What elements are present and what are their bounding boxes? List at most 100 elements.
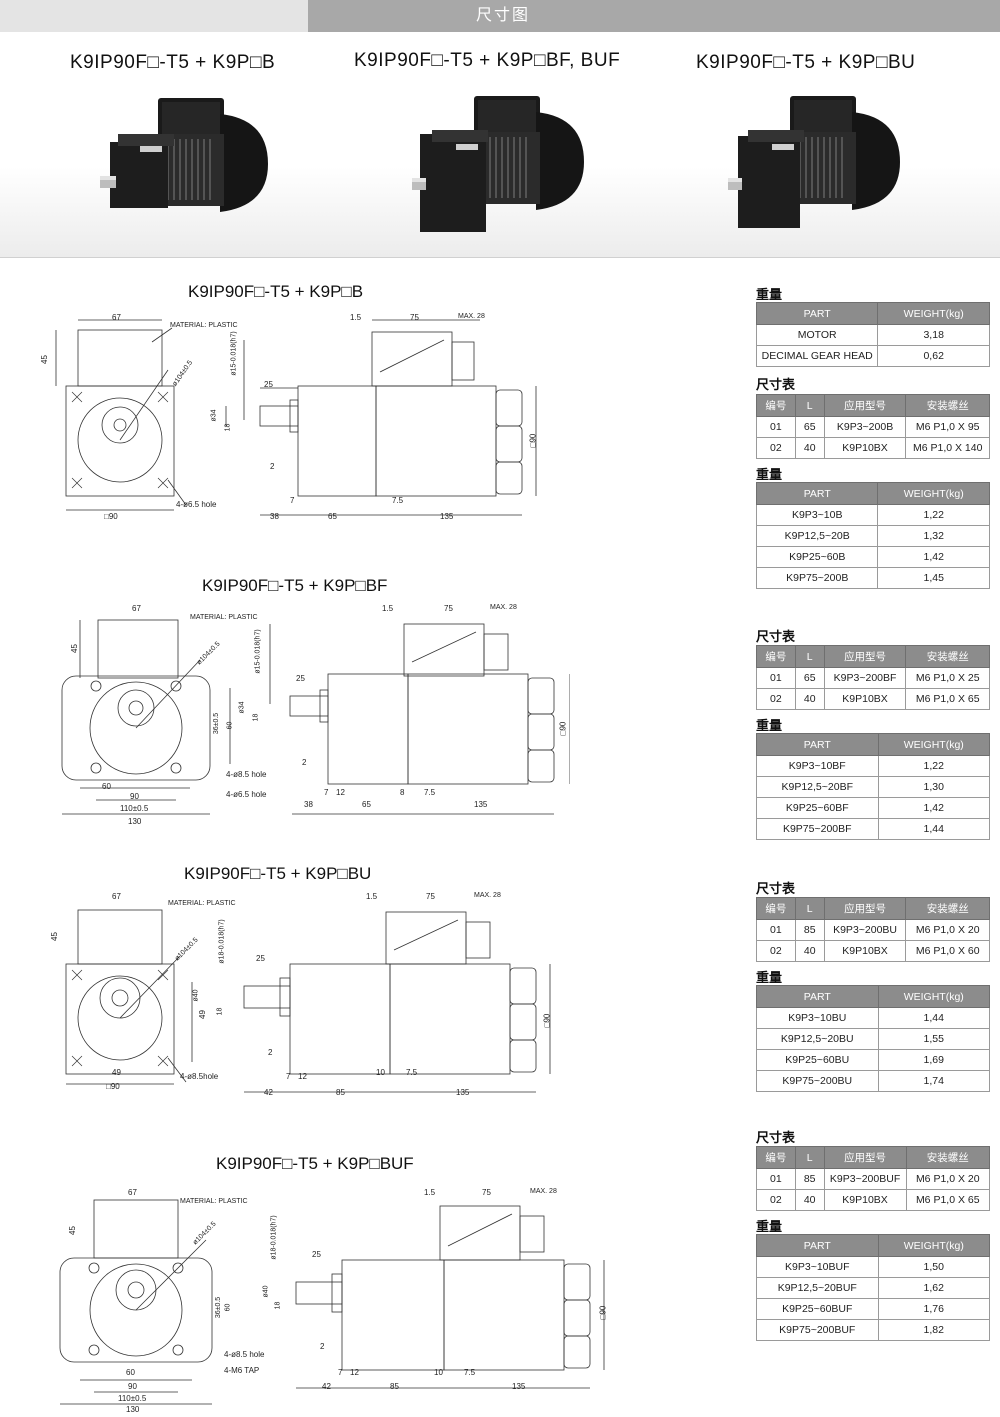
dim-d34: ø34 — [238, 701, 246, 714]
dim-7: 7 — [290, 496, 295, 505]
dim-85: 85 — [336, 1088, 345, 1097]
dim-max28: MAX. 28 — [458, 313, 485, 320]
cell-screw: M6 P1,0 X 95 — [905, 416, 990, 438]
dim-d34: ø34 — [210, 409, 218, 422]
technical-drawing-4 — [40, 1184, 610, 1414]
cell-part: K9P3~10BU — [756, 1007, 879, 1029]
dim-25: 25 — [264, 380, 273, 389]
dim-45: 45 — [69, 644, 79, 653]
cell-l: 65 — [794, 667, 825, 689]
dim-pcd: ø104±0.5 — [195, 640, 222, 667]
material-note: MATERIAL: PLASTIC — [190, 614, 258, 621]
dimension-table-label-3: 尺寸表 — [756, 881, 796, 896]
dim-7-5: 7.5 — [406, 1068, 418, 1077]
cell-part: K9P25~60BUF — [756, 1298, 879, 1320]
cell-part: K9P3~10BUF — [756, 1256, 879, 1278]
col-part: PART — [756, 733, 879, 756]
dimension-table-label-4: 尺寸表 — [756, 1130, 796, 1145]
cell-weight: 1,44 — [877, 1007, 990, 1029]
dim-90: 90 — [128, 1382, 137, 1391]
col-weight: WEIGHT(kg) — [877, 985, 990, 1008]
technical-drawing-2 — [40, 604, 570, 834]
cell-screw: M6 P1,0 X 65 — [905, 1189, 991, 1211]
col-l: L — [794, 394, 825, 417]
dim-2: 2 — [270, 462, 275, 471]
dim-65: 65 — [362, 800, 371, 809]
col-part: PART — [755, 482, 879, 505]
col-model: 应用型号 — [823, 1146, 907, 1169]
dim-60v: 60 — [226, 721, 234, 730]
dim-1-5: 1.5 — [366, 892, 378, 901]
dim-7: 7 — [324, 788, 329, 797]
cell-l: 40 — [794, 1189, 825, 1211]
cell-part: K9P75~200BF — [756, 818, 879, 840]
cell-screw: M6 P1,0 X 25 — [905, 667, 990, 689]
dim-18: 18 — [216, 1007, 224, 1016]
dim-25: 25 — [312, 1250, 321, 1259]
weight-label-1: 重量 — [756, 467, 783, 482]
weight-label-motor: 重量 — [756, 287, 783, 302]
top-model-title-1: K9IP90F□-T5 + K9P□B — [70, 52, 276, 73]
cell-part: K9P25~60B — [755, 546, 879, 568]
dim-110: 110±0.5 — [120, 804, 149, 813]
col-l: L — [794, 645, 825, 668]
material-note: MATERIAL: PLASTIC — [170, 322, 238, 329]
cell-weight: 1,30 — [877, 776, 990, 798]
dim-2: 2 — [268, 1048, 273, 1057]
dim-shaft: ø18-0.018(h7) — [270, 1215, 278, 1260]
cell-screw: M6 P1,0 X 60 — [905, 940, 990, 962]
dim-r90: □90 — [558, 721, 568, 736]
dim-10: 10 — [434, 1368, 443, 1377]
dim-67: 67 — [112, 892, 121, 901]
dim-1-5: 1.5 — [424, 1188, 436, 1197]
cell-weight: 1,42 — [877, 797, 990, 819]
dim-1-5: 1.5 — [350, 313, 362, 322]
cell-no: 01 — [756, 919, 796, 941]
cell-part: K9P75~200B — [755, 567, 879, 589]
drawing-title-3: K9IP90F□-T5 + K9P□BU — [184, 864, 372, 883]
dim-135: 135 — [512, 1382, 526, 1391]
dim-max28: MAX. 28 — [474, 892, 501, 899]
cell-weight: 1,62 — [877, 1277, 991, 1299]
dim-18: 18 — [252, 713, 260, 722]
flange-front — [65, 385, 175, 497]
cell-l: 85 — [794, 1168, 825, 1190]
dim-sq90: □90 — [106, 1082, 120, 1091]
cell-model: K9P3~200BU — [823, 919, 907, 941]
header-bar-left — [0, 0, 308, 32]
drawing-title-1: K9IP90F□-T5 + K9P□B — [188, 282, 364, 301]
dim-shaft: ø15-0.018(h7) — [254, 629, 262, 674]
dim-shaft: ø18-0.018(h7) — [218, 919, 226, 964]
col-screw: 安装螺丝 — [905, 1146, 991, 1169]
dim-hole-1: 4-ø8.5 hole — [224, 1350, 265, 1359]
dim-7-5: 7.5 — [424, 788, 436, 797]
cell-weight: 1,32 — [877, 525, 990, 547]
col-screw: 安装螺丝 — [905, 897, 990, 920]
dim-7: 7 — [286, 1072, 291, 1081]
col-no: 编号 — [756, 394, 796, 417]
dim-36: 36±0.5 — [215, 1296, 223, 1319]
cell-weight: 1,74 — [877, 1070, 990, 1092]
cell-model: K9P10BX — [823, 940, 907, 962]
cell-l: 65 — [794, 416, 825, 438]
dim-sq90: □90 — [104, 512, 118, 521]
dim-75: 75 — [426, 892, 435, 901]
cell-part: K9P3~10B — [755, 504, 879, 526]
dim-25: 25 — [256, 954, 265, 963]
cell-weight: 1,45 — [877, 567, 990, 589]
dim-7: 7 — [338, 1368, 343, 1377]
col-weight: WEIGHT(kg) — [877, 482, 990, 505]
